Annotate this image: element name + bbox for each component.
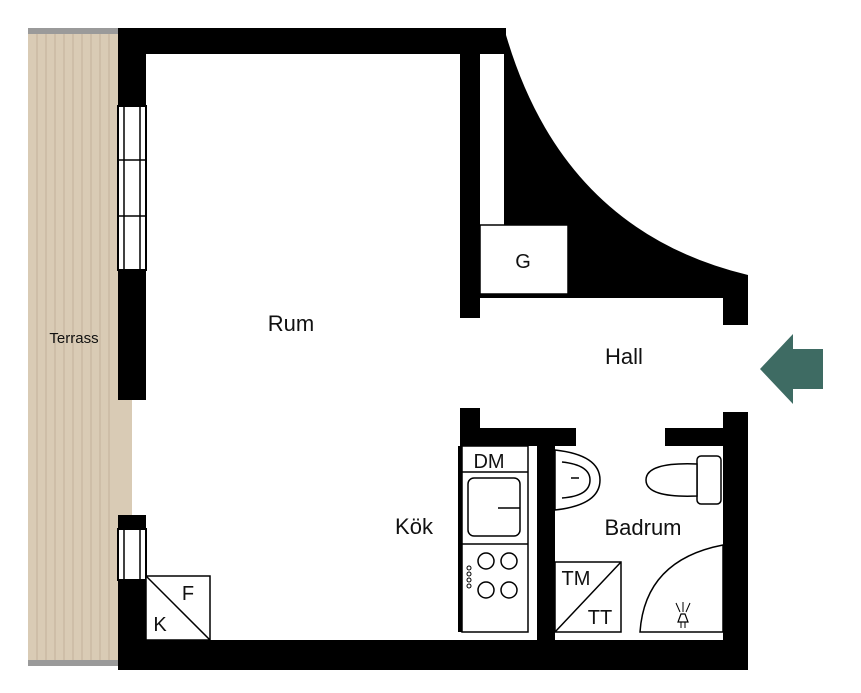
room-label-rum: Rum (268, 311, 314, 336)
wardrobe (479, 224, 569, 295)
entrance-arrow-icon (760, 334, 823, 404)
terrace-label: Terrass (49, 330, 98, 347)
kitchen-counter (461, 445, 529, 633)
tumble-dryer-label: TT (588, 607, 612, 629)
dishwasher-label: DM (473, 451, 504, 473)
room-label-kok: Kök (395, 514, 434, 539)
washer-dryer (554, 561, 622, 633)
shower-icon (639, 544, 724, 633)
room-label-badrum: Badrum (604, 515, 681, 540)
sink-icon (467, 477, 521, 537)
room-label-hall: Hall (605, 344, 643, 369)
stove-icon (466, 552, 518, 599)
washbasin-icon (554, 449, 601, 511)
terrace (28, 28, 132, 666)
window-lower (117, 528, 147, 581)
walls (118, 28, 748, 670)
window-upper (117, 105, 147, 271)
washing-machine-label: TM (562, 568, 591, 590)
fridge-label: K (153, 614, 167, 636)
toilet-icon (645, 455, 722, 505)
wardrobe-label: G (515, 251, 531, 273)
freezer-label: F (182, 583, 194, 605)
fridge-freezer (145, 575, 211, 641)
